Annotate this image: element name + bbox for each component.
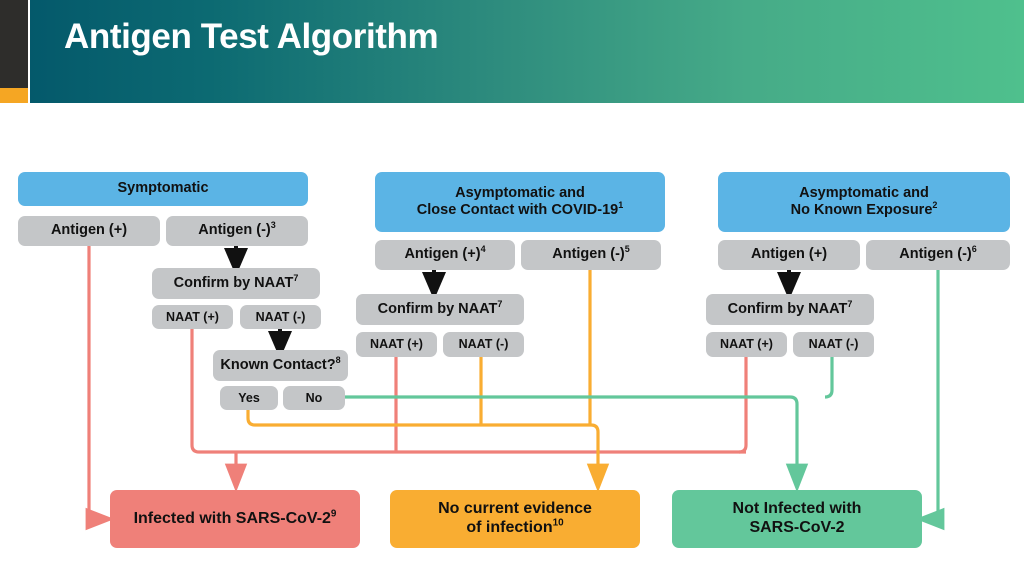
txt: Close Contact with COVID-19	[416, 202, 619, 218]
node-col3-confirm-by-naat-label: Confirm by NAAT7	[727, 299, 853, 318]
footnote-ref: 3	[270, 220, 276, 231]
node-col3-antigen-positive: Antigen (+)	[718, 240, 860, 270]
column-header-no-exposure: Asymptomatic and No Known Exposure2	[718, 172, 1010, 232]
txt: No Known Exposure	[790, 202, 933, 218]
node-col2-naat-positive-label: NAAT (+)	[370, 337, 423, 352]
footnote-ref: 8	[335, 355, 341, 366]
node-col1-known-contact-label: Known Contact?8	[220, 355, 341, 374]
page-title: Antigen Test Algorithm	[64, 17, 439, 56]
node-col1-known-contact-yes: Yes	[220, 386, 278, 410]
txt: Antigen (-)	[552, 246, 625, 263]
txt: Antigen (+)	[404, 246, 481, 263]
column-header-close-contact-line2: Close Contact with COVID-191	[416, 200, 624, 219]
column-header-symptomatic: Symptomatic	[18, 172, 308, 206]
footnote-ref: 7	[847, 299, 853, 310]
node-col2-naat-positive: NAAT (+)	[356, 332, 437, 357]
footnote-ref: 10	[552, 517, 564, 529]
column-header-no-exposure-line1: Asymptomatic and	[799, 184, 929, 201]
outcome-not-infected-line2: SARS-CoV-2	[749, 519, 845, 536]
node-col3-naat-negative-label: NAAT (-)	[808, 337, 859, 352]
node-col3-naat-positive-label: NAAT (+)	[720, 337, 773, 352]
node-col1-naat-negative: NAAT (-)	[240, 305, 321, 329]
node-col3-antigen-negative-label: Antigen (-)6	[899, 244, 977, 263]
txt: Antigen (-)	[198, 222, 271, 239]
node-col1-known-contact-no-label: No	[305, 390, 323, 405]
node-col1-antigen-negative: Antigen (-)3	[166, 216, 308, 246]
node-col1-confirm-by-naat: Confirm by NAAT7	[152, 268, 320, 299]
column-header-symptomatic-label: Symptomatic	[117, 180, 209, 197]
txt: Known Contact?	[220, 356, 336, 373]
footnote-ref: 2	[932, 200, 938, 211]
txt: Antigen (-)	[899, 246, 972, 263]
outcome-no-current-evidence-line1: No current evidence	[438, 500, 592, 518]
outcome-no-current-evidence: No current evidence of infection10	[390, 490, 640, 548]
txt: Confirm by NAAT	[173, 274, 294, 291]
outcome-not-infected-line1: Not Infected with	[732, 500, 862, 518]
node-col3-antigen-negative: Antigen (-)6	[866, 240, 1010, 270]
column-header-close-contact-line1: Asymptomatic and	[455, 184, 585, 201]
node-col3-naat-negative: NAAT (-)	[793, 332, 874, 357]
wire-col1-no-to-not-infected	[345, 395, 809, 493]
footnote-ref: 9	[330, 508, 337, 520]
node-col3-antigen-positive-label: Antigen (+)	[750, 246, 828, 263]
wire-col3-naat-neg-to-not-infected	[824, 357, 834, 399]
header-orange-accent	[0, 88, 28, 103]
wire-col1-yes-to-no-evidence	[246, 410, 610, 493]
node-col2-naat-negative: NAAT (-)	[443, 332, 524, 357]
node-col3-confirm-by-naat: Confirm by NAAT7	[706, 294, 874, 325]
node-col1-confirm-by-naat-label: Confirm by NAAT7	[173, 273, 299, 292]
footnote-ref: 1	[618, 200, 624, 211]
node-col1-antigen-positive: Antigen (+)	[18, 216, 160, 246]
node-col3-naat-positive: NAAT (+)	[706, 332, 787, 357]
wire-col1-antigen-pos-to-infected	[85, 246, 115, 531]
node-col1-known-contact-question: Known Contact?8	[213, 350, 348, 381]
node-col1-antigen-positive-label: Antigen (+)	[50, 222, 128, 239]
node-col2-naat-negative-label: NAAT (-)	[458, 337, 509, 352]
node-col2-antigen-positive: Antigen (+)4	[375, 240, 515, 270]
outcome-infected: Infected with SARS-CoV-29	[110, 490, 360, 548]
wire-col3-antigen-neg-to-not-infected	[915, 270, 945, 531]
txt: Confirm by NAAT	[377, 300, 498, 317]
wire-col3-naat-pos-to-infected	[738, 357, 748, 454]
node-col1-known-contact-no: No	[283, 386, 345, 410]
header-gradient-band	[30, 0, 1024, 103]
footnote-ref: 7	[497, 299, 503, 310]
node-col2-confirm-by-naat: Confirm by NAAT7	[356, 294, 524, 325]
txt: of infection	[466, 519, 553, 536]
node-col1-known-contact-yes-label: Yes	[238, 390, 260, 405]
footnote-ref: 5	[624, 244, 630, 255]
footnote-ref: 6	[971, 244, 977, 255]
node-col2-antigen-positive-label: Antigen (+)4	[404, 244, 486, 263]
txt: Confirm by NAAT	[727, 300, 848, 317]
footnote-ref: 4	[480, 244, 486, 255]
txt: Infected with SARS-CoV-2	[133, 509, 331, 527]
node-col1-naat-positive-label: NAAT (+)	[166, 309, 219, 324]
node-col1-antigen-negative-label: Antigen (-)3	[198, 220, 276, 239]
outcome-no-current-evidence-line2: of infection10	[466, 517, 564, 538]
column-header-no-exposure-line2: No Known Exposure2	[790, 200, 938, 219]
node-col2-antigen-negative-label: Antigen (-)5	[552, 244, 630, 263]
footnote-ref: 7	[293, 273, 299, 284]
node-col1-naat-positive: NAAT (+)	[152, 305, 233, 329]
outcome-not-infected: Not Infected with SARS-CoV-2	[672, 490, 922, 548]
header-dark-accent	[0, 0, 28, 88]
node-col1-naat-negative-label: NAAT (-)	[255, 309, 306, 324]
column-header-close-contact: Asymptomatic and Close Contact with COVI…	[375, 172, 665, 232]
node-col2-confirm-by-naat-label: Confirm by NAAT7	[377, 299, 503, 318]
node-col2-antigen-negative: Antigen (-)5	[521, 240, 661, 270]
outcome-infected-label: Infected with SARS-CoV-29	[133, 508, 337, 529]
